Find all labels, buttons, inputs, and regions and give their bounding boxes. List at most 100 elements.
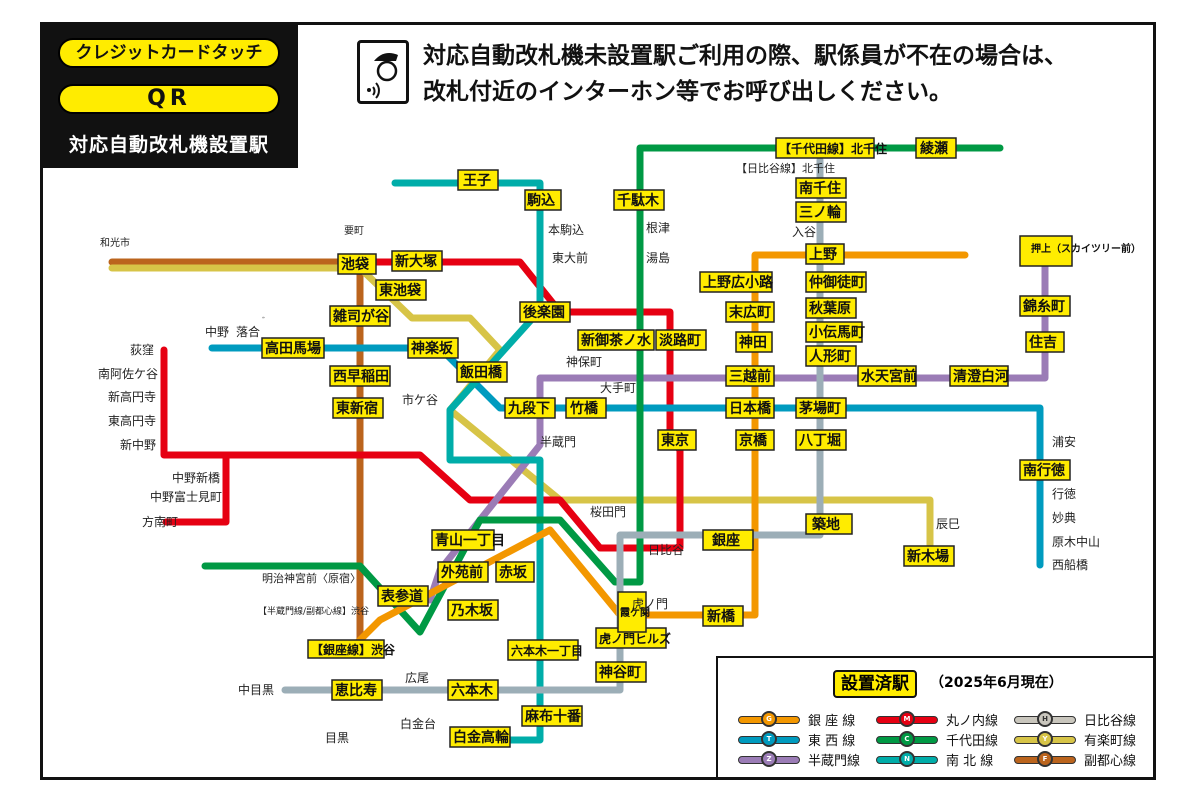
notice-line-1: 対応自動改札機未設置駅ご利用の際、駅係員が不在の場合は、 bbox=[423, 43, 1067, 69]
svg-text:【半蔵門線/副都心線】渋谷: 【半蔵門線/副都心線】渋谷 bbox=[258, 605, 369, 617]
svg-text:秋葉原: 秋葉原 bbox=[809, 300, 851, 317]
installed-stations: 池袋 新大塚 東池袋 雑司が谷 高田馬場 神楽坂 飯田橋 西早稲田 東新宿 後楽… bbox=[261, 137, 1141, 748]
marunouchi-branch bbox=[162, 451, 230, 526]
svg-text:三越前: 三越前 bbox=[729, 368, 771, 385]
svg-text:桜田門: 桜田門 bbox=[590, 505, 626, 519]
svg-text:恵比寿: 恵比寿 bbox=[335, 682, 377, 699]
svg-text:要町: 要町 bbox=[344, 225, 364, 237]
svg-text:目黒: 目黒 bbox=[325, 731, 349, 745]
svg-text:高田馬場: 高田馬場 bbox=[265, 340, 321, 357]
legend-ginza: G 銀 座 線 bbox=[738, 710, 855, 729]
svg-text:京橋: 京橋 bbox=[739, 432, 768, 449]
svg-text:明治神宮前〈原宿〉: 明治神宮前〈原宿〉 bbox=[262, 571, 361, 585]
svg-text:飯田橋: 飯田橋 bbox=[459, 364, 503, 381]
chiyoda-line-icon: C bbox=[876, 730, 938, 747]
svg-text:仲御徒町: 仲御徒町 bbox=[809, 274, 865, 291]
svg-text:小伝馬町: 小伝馬町 bbox=[809, 324, 865, 341]
legend-fukutoshin: F 副都心線 bbox=[1014, 750, 1136, 769]
svg-text:新御茶ノ水: 新御茶ノ水 bbox=[581, 332, 652, 349]
svg-text:表参道: 表参道 bbox=[380, 588, 423, 605]
svg-text:東大前: 東大前 bbox=[552, 250, 588, 265]
svg-text:後楽園: 後楽園 bbox=[523, 304, 565, 321]
legend-tozai: T 東 西 線 bbox=[738, 730, 855, 749]
svg-text:入谷: 入谷 bbox=[792, 225, 816, 239]
hibiya-line-icon: H bbox=[1014, 710, 1076, 727]
svg-text:本駒込: 本駒込 bbox=[548, 223, 584, 237]
legend-badge-box: クレジットカードタッチ QR 対応自動改札機設置駅 bbox=[40, 22, 298, 168]
svg-text:湯島: 湯島 bbox=[646, 250, 670, 265]
qr-badge: QR bbox=[58, 84, 280, 114]
svg-text:東新宿: 東新宿 bbox=[336, 400, 378, 417]
svg-text:上野広小路: 上野広小路 bbox=[703, 274, 774, 291]
svg-text:雑司が谷: 雑司が谷 bbox=[332, 308, 390, 325]
svg-text:東池袋: 東池袋 bbox=[379, 282, 422, 299]
svg-text:西早稲田: 西早稲田 bbox=[333, 368, 389, 385]
svg-text:虎ノ門: 虎ノ門 bbox=[632, 597, 668, 611]
svg-text:上野: 上野 bbox=[809, 247, 837, 263]
svg-text:青山一丁目: 青山一丁目 bbox=[435, 532, 505, 549]
svg-text:東高円寺: 東高円寺 bbox=[108, 413, 156, 428]
svg-text:新木場: 新木場 bbox=[907, 548, 949, 565]
svg-text:大手町: 大手町 bbox=[600, 381, 636, 395]
svg-text:方南町: 方南町 bbox=[142, 514, 178, 529]
svg-text:清澄白河: 清澄白河 bbox=[953, 368, 1009, 385]
legend-marunouchi: M 丸ノ内線 bbox=[876, 710, 998, 729]
svg-text:麻布十番: 麻布十番 bbox=[524, 708, 582, 725]
svg-text:市ケ谷: 市ケ谷 bbox=[402, 392, 438, 407]
badge-caption: 対応自動改札機設置駅 bbox=[68, 134, 269, 156]
svg-text:人形町: 人形町 bbox=[809, 348, 851, 365]
notice-text: 対応自動改札機未設置駅ご利用の際、駅係員が不在の場合は、 改札付近のインターホン… bbox=[423, 38, 1067, 110]
svg-text:淡路町: 淡路町 bbox=[659, 332, 701, 349]
svg-text:新高円寺: 新高円寺 bbox=[108, 389, 156, 404]
svg-text:南行徳: 南行徳 bbox=[1023, 462, 1065, 479]
svg-text:末広町: 末広町 bbox=[729, 304, 771, 321]
svg-text:水天宮前: 水天宮前 bbox=[861, 368, 917, 385]
svg-text:落合: 落合 bbox=[236, 324, 260, 339]
svg-text:九段下: 九段下 bbox=[507, 400, 550, 417]
svg-text:【銀座線】渋谷: 【銀座線】渋谷 bbox=[311, 642, 396, 657]
svg-text:浦安: 浦安 bbox=[1052, 434, 1076, 449]
legend-yurakucho: Y 有楽町線 bbox=[1014, 730, 1136, 749]
legend-hibiya: H 日比谷線 bbox=[1014, 710, 1136, 729]
svg-text:中野新橋: 中野新橋 bbox=[172, 470, 220, 485]
svg-text:根津: 根津 bbox=[646, 221, 670, 235]
legend-title: 設置済駅 bbox=[833, 670, 917, 698]
hanzomon-line-icon: Z bbox=[738, 750, 800, 767]
tozai-line-icon: T bbox=[738, 730, 800, 747]
svg-text:護国寺: 護国寺 bbox=[262, 316, 265, 319]
svg-text:茅場町: 茅場町 bbox=[799, 400, 841, 417]
svg-text:錦糸町: 錦糸町 bbox=[1023, 298, 1065, 315]
ginza-line-icon: G bbox=[738, 710, 800, 727]
svg-text:霞ケ関: 霞ケ関 bbox=[620, 606, 650, 619]
svg-text:荻窪: 荻窪 bbox=[130, 342, 154, 357]
legend-namboku: N 南 北 線 bbox=[876, 750, 993, 769]
marunouchi-line-icon: M bbox=[876, 710, 938, 727]
svg-text:和光市: 和光市 bbox=[100, 236, 130, 249]
svg-text:中野富士見町: 中野富士見町 bbox=[150, 489, 222, 504]
svg-text:三ノ輪: 三ノ輪 bbox=[799, 204, 842, 221]
notice-line-2: 改札付近のインターホン等でお呼び出しください。 bbox=[423, 79, 952, 105]
legend-panel: 設置済駅 （2025年6月現在） G 銀 座 線 M 丸ノ内線 H 日比谷線 T… bbox=[716, 656, 1156, 780]
svg-text:日本橋: 日本橋 bbox=[729, 400, 772, 417]
svg-text:池袋: 池袋 bbox=[341, 256, 370, 273]
svg-text:住吉: 住吉 bbox=[1029, 334, 1057, 351]
svg-text:【日比谷線】北千住: 【日比谷線】北千住 bbox=[736, 161, 835, 175]
svg-text:南千住: 南千住 bbox=[799, 180, 841, 197]
svg-text:八丁堀: 八丁堀 bbox=[798, 433, 841, 449]
station-staff-intercom-icon bbox=[357, 40, 409, 104]
svg-text:新大塚: 新大塚 bbox=[395, 253, 437, 270]
svg-text:白金台: 白金台 bbox=[400, 716, 436, 731]
svg-text:新橋: 新橋 bbox=[707, 608, 736, 625]
svg-text:虎ノ門ヒルズ: 虎ノ門ヒルズ bbox=[599, 631, 671, 646]
svg-text:広尾: 広尾 bbox=[405, 671, 429, 685]
svg-text:南阿佐ケ谷: 南阿佐ケ谷 bbox=[98, 366, 158, 381]
svg-text:原木中山: 原木中山 bbox=[1052, 534, 1100, 549]
svg-text:新中野: 新中野 bbox=[120, 437, 156, 452]
svg-text:妙典: 妙典 bbox=[1052, 511, 1076, 525]
other-stations: 和光市 要町 護国寺 中野 落合 荻窪 南阿佐ケ谷 新高円寺 東高円寺 新中野 … bbox=[98, 161, 1100, 745]
svg-text:辰巳: 辰巳 bbox=[936, 517, 960, 531]
legend-date: （2025年6月現在） bbox=[930, 675, 1063, 691]
svg-text:王子: 王子 bbox=[463, 173, 491, 189]
svg-text:綾瀬: 綾瀬 bbox=[920, 140, 948, 157]
svg-text:押上（スカイツリー前）: 押上（スカイツリー前） bbox=[1031, 242, 1141, 255]
